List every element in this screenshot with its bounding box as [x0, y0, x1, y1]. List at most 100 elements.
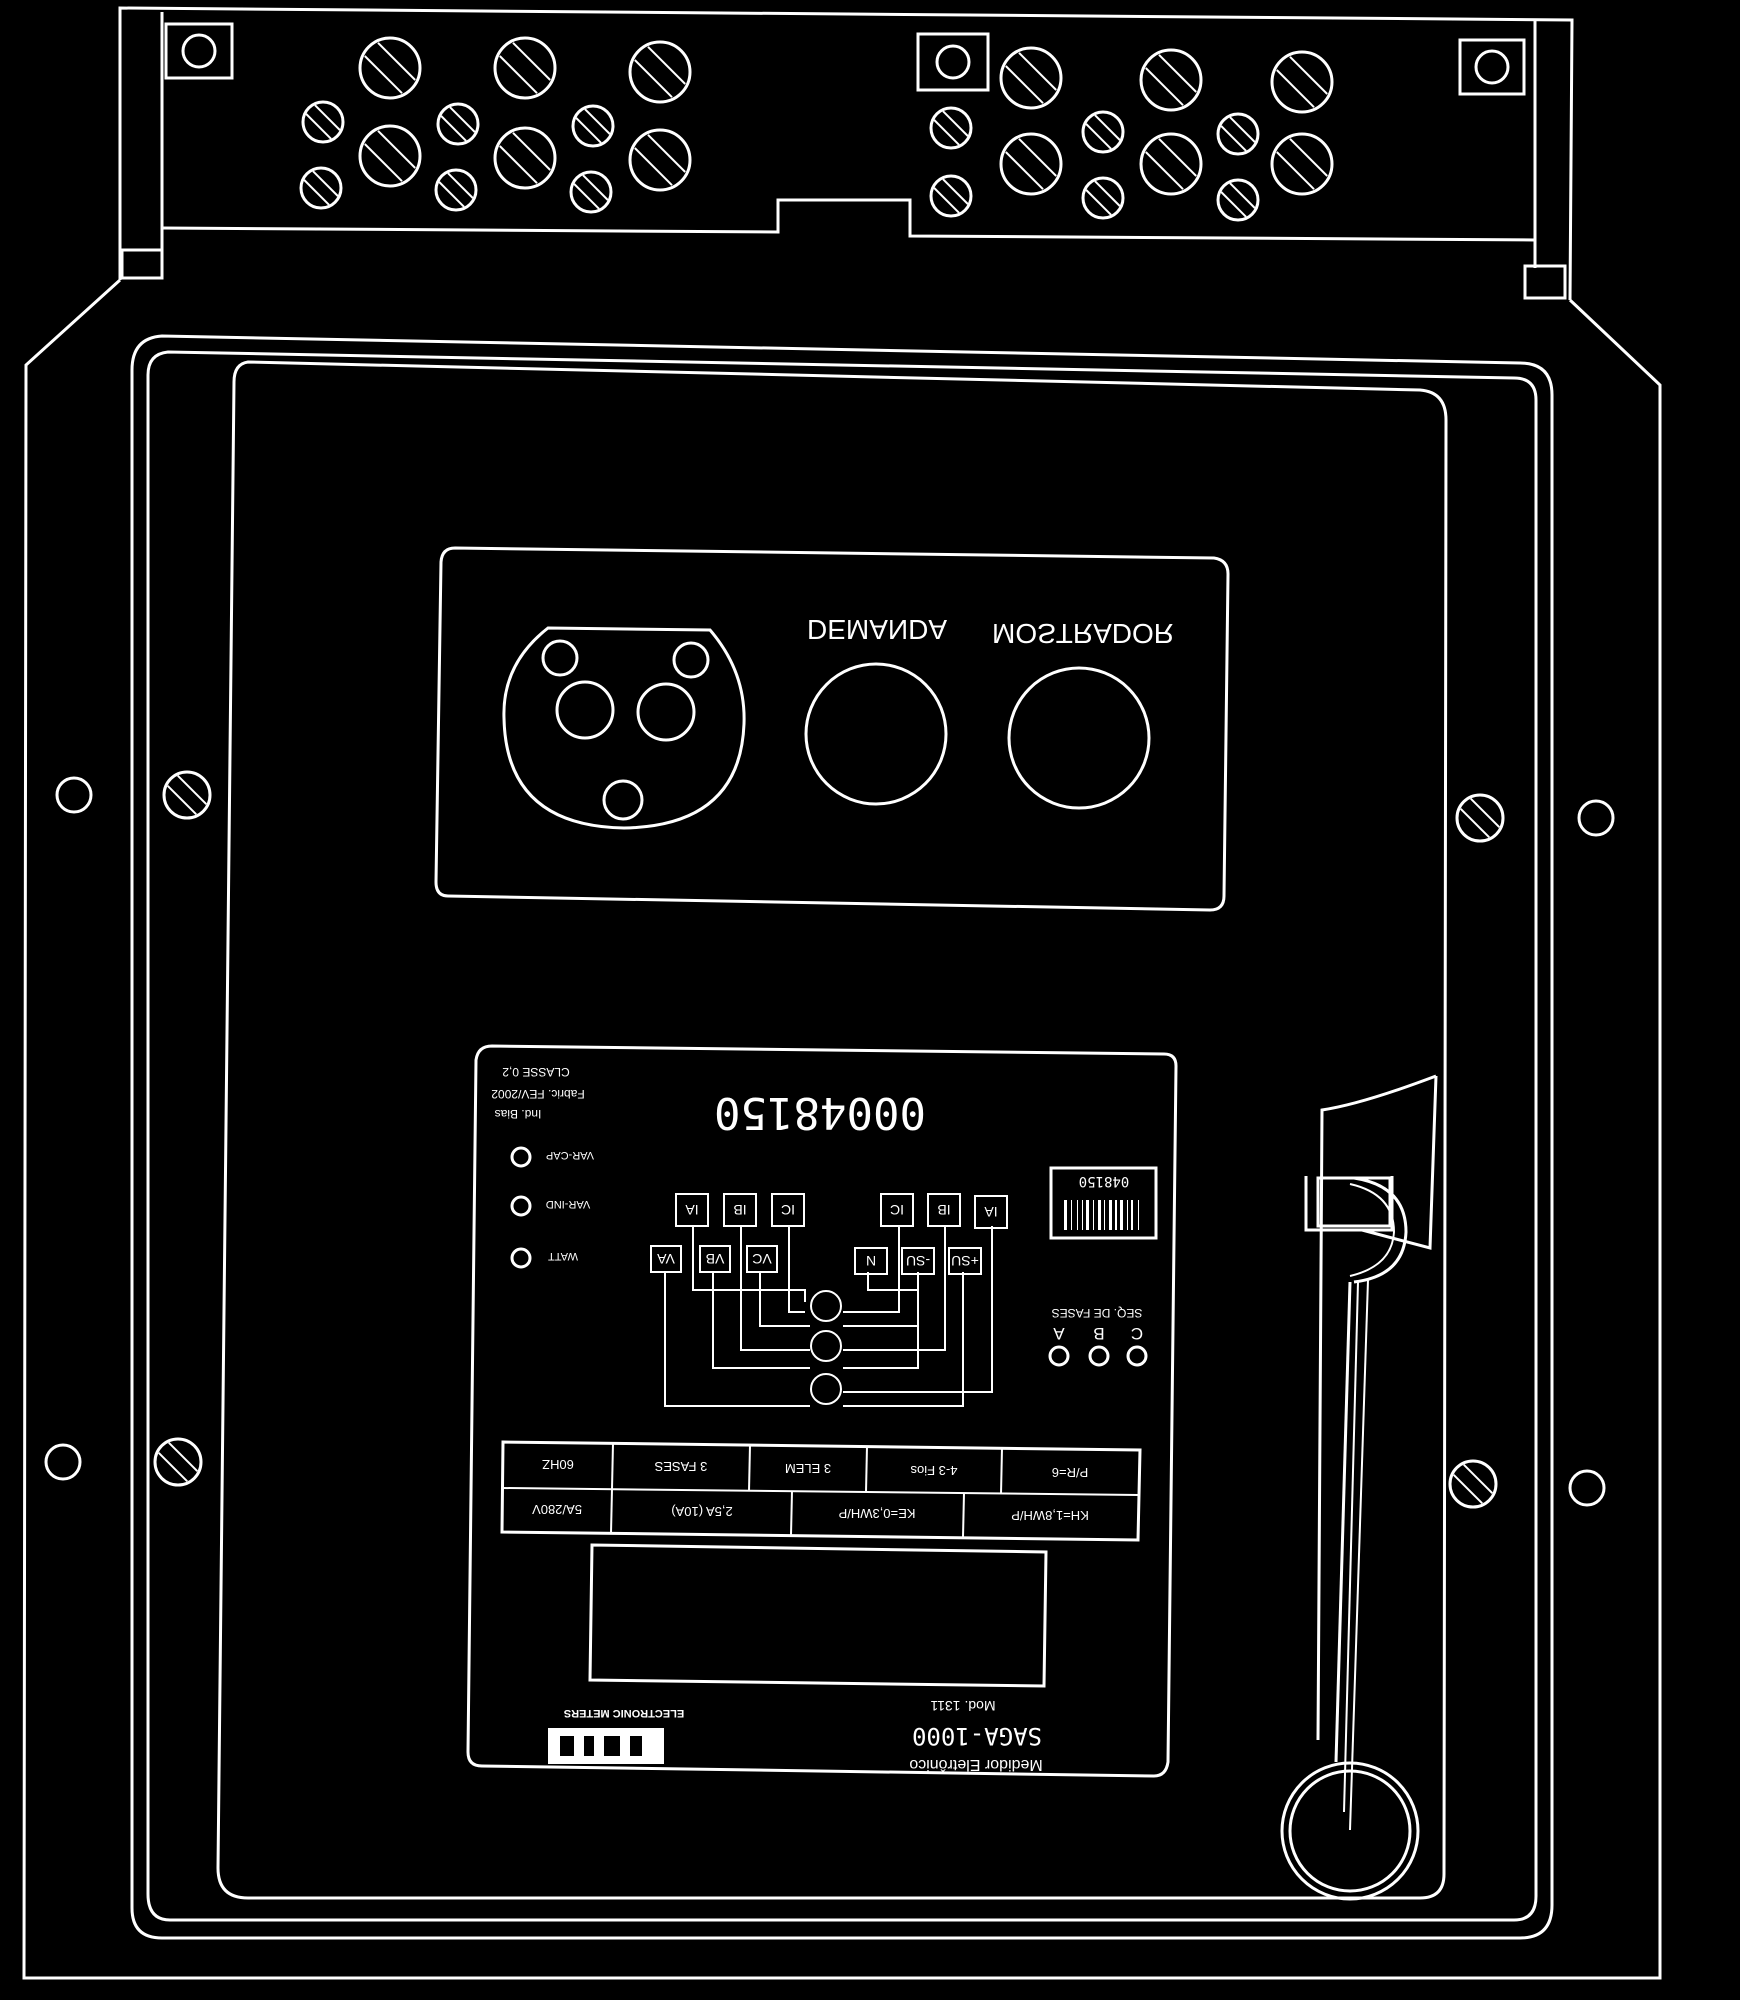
- spec-row1-3: 4-3 Fios: [910, 1463, 957, 1478]
- cover-screw: [1455, 793, 1505, 843]
- terminal-screw-large: [1270, 132, 1334, 196]
- product-desc: Medidor Eletrônico: [909, 1756, 1043, 1773]
- info-line-class: CLASSE 0,2: [502, 1065, 570, 1079]
- watt-label: WATT: [548, 1250, 578, 1262]
- label-demanda: DEMANDA: [807, 614, 947, 645]
- info-lines: CLASSE 0,2 Fabric. FEV/2002 Ind. Bias: [491, 1065, 585, 1121]
- barcode-number: 048150: [1079, 1173, 1130, 1189]
- brand-block: ELECTRONIC METERS Mod. 1311 SAGA-1000 Me…: [548, 1698, 1043, 1773]
- terminal-screw-large: [1139, 48, 1203, 112]
- terminal-labels: IA IB IC IC IB IA VA VB VC N -SU +SU: [650, 1193, 1008, 1275]
- label-mostrador: MOSTRADOR: [992, 618, 1174, 649]
- spec-row2-2: KE=0,3WH/P: [839, 1506, 916, 1521]
- terminal-screw-small: [434, 168, 478, 212]
- terminal-top-left-0: IA: [675, 1193, 709, 1227]
- terminal-block: [118, 6, 1574, 301]
- terminal-top-left-1: IB: [723, 1193, 757, 1227]
- phase-c-label: C: [1131, 1324, 1143, 1343]
- terminal-bottom-right-1: -SU: [901, 1247, 935, 1275]
- mount-square-left: [164, 22, 234, 80]
- mount-square-right: [1458, 38, 1526, 96]
- cover-screw: [153, 1437, 203, 1487]
- cover-screw: [162, 770, 212, 820]
- terminal-screw-large: [358, 36, 422, 100]
- terminal-bottom-left-0-label: VA: [657, 1251, 675, 1267]
- terminal-bottom-right-0: N: [854, 1247, 888, 1275]
- terminal-top-right-0: IC: [880, 1193, 914, 1227]
- terminal-screw-small: [569, 170, 613, 214]
- phase-a-led: [1048, 1345, 1070, 1367]
- terminal-screws: [299, 36, 1334, 222]
- terminal-top-left-2-label: IC: [781, 1202, 795, 1218]
- spec-row1-0: 60HZ: [542, 1457, 574, 1472]
- cover-screw: [1448, 1459, 1498, 1509]
- nameplate: 00048150 CLASSE 0,2 Fabric. FEV/2002 Ind…: [466, 1044, 1178, 1778]
- phase-c-led: [1126, 1345, 1148, 1367]
- terminal-screw-large: [493, 126, 557, 190]
- var-cap-led: [510, 1146, 532, 1168]
- info-line-fabric: Fabric. FEV/2002: [491, 1087, 585, 1101]
- phase-a-label: A: [1053, 1324, 1065, 1343]
- terminal-screw-small: [1081, 176, 1125, 220]
- demanda-button[interactable]: [804, 662, 948, 806]
- terminal-screw-small: [1216, 112, 1260, 156]
- terminal-screw-small: [301, 100, 345, 144]
- brand-text: ELECTRONIC METERS: [564, 1707, 684, 1719]
- spec-row2-0: 5A/280V: [532, 1502, 582, 1517]
- mount-square-middle: [916, 32, 990, 92]
- barcode-label: 048150: [1049, 1166, 1158, 1240]
- terminal-bottom-left-2: VC: [746, 1245, 778, 1273]
- var-ind-label: VAR-IND: [546, 1198, 590, 1210]
- terminal-top-left-1-label: IB: [733, 1202, 746, 1218]
- terminal-bottom-right-2-label: +SU: [951, 1253, 979, 1269]
- optical-port: [502, 626, 746, 830]
- seal-lever[interactable]: [1280, 1074, 1438, 1901]
- terminal-top-left-0-label: IA: [685, 1202, 699, 1218]
- wiring-diagram: IA IB IC IC IB IA VA VB VC N -SU +SU: [650, 1193, 1008, 1407]
- terminal-screw-large: [999, 132, 1063, 196]
- indicators: VAR-CAP VAR-IND WATT: [510, 1146, 594, 1269]
- model-line: Mod. 1311: [930, 1698, 995, 1714]
- terminal-screw-small: [1081, 110, 1125, 154]
- terminal-screw-large: [358, 124, 422, 188]
- terminal-bottom-right-2: +SU: [948, 1247, 982, 1275]
- terminal-top-right-1: IB: [927, 1193, 961, 1227]
- terminal-bottom-right-1-label: -SU: [906, 1253, 930, 1269]
- terminal-screw-small: [299, 166, 343, 210]
- terminal-top-right-2: IA: [974, 1195, 1008, 1229]
- terminal-bottom-right-0-label: N: [866, 1253, 876, 1269]
- terminal-screw-small: [929, 106, 973, 150]
- terminal-bottom-left-2-label: VC: [752, 1251, 771, 1267]
- display-window: [588, 1543, 1048, 1688]
- spec-row2-3: KH=1,8WH/P: [1011, 1508, 1089, 1523]
- terminal-screw-large: [1139, 132, 1203, 196]
- product-name: SAGA-1000: [912, 1722, 1042, 1750]
- terminal-top-right-1-label: IB: [937, 1202, 950, 1218]
- spec-row1-4: P/R=6: [1052, 1465, 1089, 1480]
- barcode: [1064, 1200, 1139, 1230]
- terminal-bottom-left-1: VB: [699, 1245, 731, 1273]
- lever-knob[interactable]: [1280, 1761, 1420, 1901]
- spec-row1-2: 3 ELEM: [785, 1461, 831, 1476]
- terminal-screw-large: [628, 128, 692, 192]
- terminal-screw-large: [628, 40, 692, 104]
- info-line-ind: Ind. Bias: [495, 1107, 542, 1121]
- meter-housing: [22, 278, 1662, 1980]
- terminal-screw-small: [1216, 178, 1260, 222]
- var-cap-label: VAR-CAP: [546, 1149, 594, 1161]
- phase-sequence-label: SEQ. DE FASES: [1052, 1306, 1143, 1320]
- phase-sequence: SEQ. DE FASES A B C: [1048, 1306, 1148, 1367]
- terminal-screw-small: [929, 174, 973, 218]
- spec-row2-1: 2,5A (10A): [671, 1504, 732, 1519]
- terminal-screw-small: [571, 104, 615, 148]
- terminal-top-right-2-label: IA: [984, 1204, 998, 1220]
- mostrador-button[interactable]: [1007, 666, 1151, 810]
- terminal-screw-small: [436, 102, 480, 146]
- phase-b-led: [1088, 1345, 1110, 1367]
- terminal-screw-large: [493, 36, 557, 100]
- cover-screws: [153, 770, 1505, 1509]
